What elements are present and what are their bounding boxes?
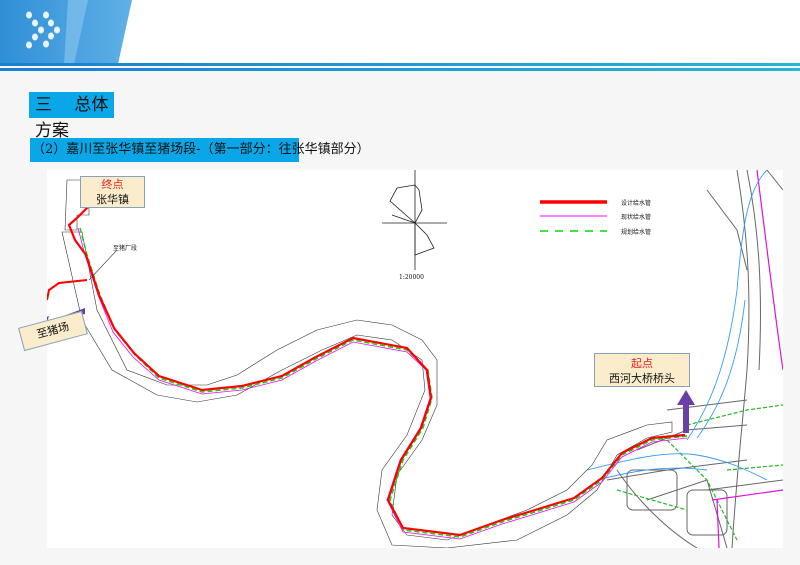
legend-label: 规划给水管: [621, 229, 652, 236]
slide-header: [0, 0, 800, 64]
end-point-name: 张华镇: [96, 193, 129, 206]
logo-icon: [26, 11, 60, 49]
header-banner: [0, 0, 132, 64]
green-roads: [616, 404, 783, 541]
up-arrow-icon: [677, 390, 695, 433]
magenta-lines: [711, 170, 783, 548]
river: [586, 170, 768, 481]
scale-label: 1:20000: [399, 274, 424, 281]
design-pipe-route: [67, 189, 686, 537]
header-divider: [0, 63, 800, 66]
start-point-callout: 起点 西河大桥桥头: [594, 353, 690, 387]
start-point-label: 起点: [631, 357, 653, 370]
start-point-name: 西河大桥桥头: [609, 372, 675, 385]
legend-label: 现状给水管: [621, 214, 652, 221]
end-point-label: 终点: [101, 178, 124, 191]
pig-farm-branch: [47, 279, 88, 301]
legend-label: 设计给水管: [621, 200, 652, 207]
wind-rose-icon: [382, 170, 447, 270]
map-drawing: [47, 170, 783, 548]
pipeline-map: 设计给水管 现状给水管 规划给水管 1:20000 至猪厂段 终点 张华镇 至猪…: [18, 170, 783, 548]
section-title: 三 总体方案: [29, 92, 114, 141]
subtitle: （2）嘉川至张华镇至猪场段-（第一部分：往张华镇部分）: [30, 138, 370, 162]
branch-label: 至猪厂段: [113, 245, 138, 252]
leader-line: [88, 249, 118, 281]
header-divider: [0, 68, 800, 71]
end-point-callout: 终点 张华镇: [80, 176, 145, 208]
